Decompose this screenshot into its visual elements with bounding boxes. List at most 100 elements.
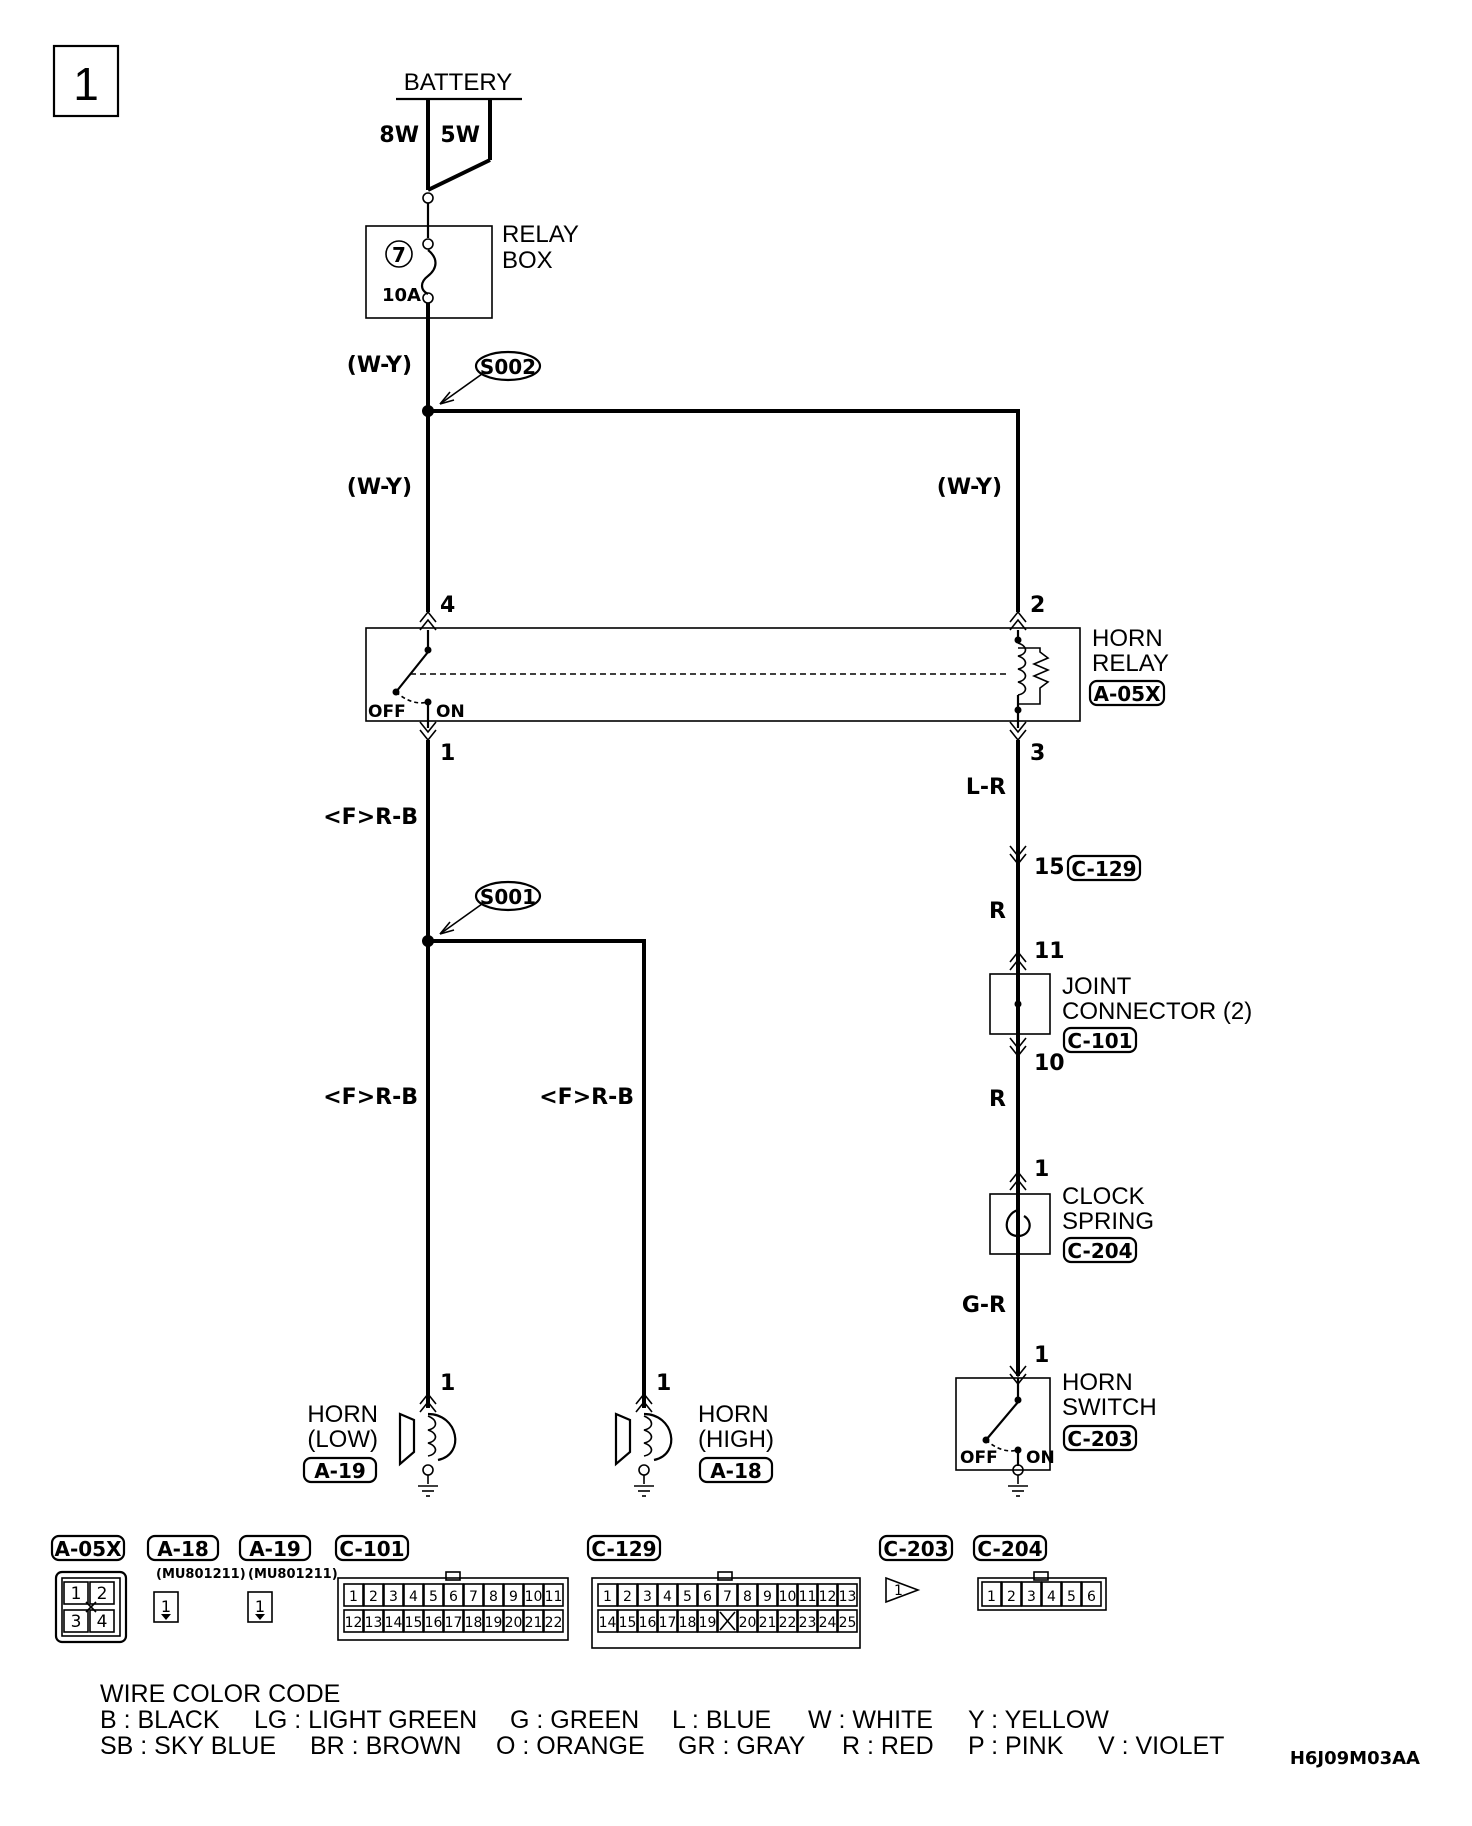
horn-switch-pin: 1 (1034, 1343, 1049, 1368)
pin-cell (343, 1583, 364, 1607)
pin-cell (677, 1583, 698, 1607)
pin-cell (657, 1609, 678, 1633)
color-code-l: L : BLUE (672, 1706, 771, 1734)
joint-connector-code: C-101 (1067, 1029, 1132, 1053)
pin-cell (737, 1583, 758, 1607)
relay-pin-2: 2 (1030, 593, 1045, 618)
view-a18-part: (MU801211) (156, 1567, 246, 1582)
connector-tag-a18 (698, 1456, 774, 1484)
pin-number: 11 (545, 1589, 563, 1605)
pin-number: 8 (743, 1589, 752, 1605)
pin-number: 19 (699, 1615, 717, 1631)
c129-pin: 15 (1034, 855, 1065, 880)
pin-number: 6 (449, 1589, 458, 1605)
pin-number: 6 (1087, 1589, 1096, 1605)
pin-cell (717, 1583, 738, 1607)
pin-cell (1021, 1581, 1042, 1607)
relay-on-label: ON (436, 702, 465, 722)
fuse-rating: 10A (382, 285, 421, 306)
pin-number: 13 (839, 1589, 857, 1605)
relay-pin-4: 4 (440, 593, 455, 618)
switch-off-label: OFF (960, 1448, 998, 1468)
pin-number: 12 (345, 1615, 363, 1631)
pin-number: 3 (643, 1589, 652, 1605)
pin-number: 18 (679, 1615, 697, 1631)
connector-views: A-05X 1 2 3 4 A-18 (MU801211) 1 A-19 (MU… (50, 1534, 1107, 1649)
pin-cell-blank (719, 1611, 736, 1631)
color-code-title: WIRE COLOR CODE (100, 1680, 340, 1708)
view-c203-pin: 1 (894, 1583, 903, 1599)
pin-number: 25 (839, 1615, 857, 1631)
wire-label-lr: L-R (966, 775, 1006, 800)
splice-dot-s001 (422, 935, 434, 947)
splice-dot-s002 (422, 405, 434, 417)
horn-switch: 1 OFF ON HORN SWITCH C-203 (955, 1343, 1157, 1497)
horn-low-label-2: (LOW) (307, 1426, 378, 1453)
color-code-p: P : PINK (968, 1732, 1064, 1760)
pin-number: 7 (469, 1589, 478, 1605)
connector-tag-a19 (302, 1456, 378, 1484)
pin-number: 1 (603, 1589, 612, 1605)
pin-number: 10 (525, 1589, 543, 1605)
pin-number: 11 (799, 1589, 817, 1605)
pin-number: 23 (799, 1615, 817, 1631)
c129-connector: C-129 (1071, 857, 1136, 881)
wire-label-r-1: R (989, 899, 1006, 924)
relay-off-label: OFF (368, 702, 406, 722)
wire-label-frb-2: <F>R-B (323, 1085, 418, 1110)
wire-label-wy-3: (W-Y) (937, 475, 1002, 500)
clock-spring: 1 CLOCK SPRING C-204 (989, 1157, 1154, 1264)
pin-number: 9 (509, 1589, 518, 1605)
view-c203-label: C-203 (883, 1537, 948, 1561)
joint-pin-11: 11 (1034, 939, 1065, 964)
joint-pin-10: 10 (1034, 1051, 1065, 1076)
pin-cell (697, 1609, 718, 1633)
pin-cell (463, 1583, 484, 1607)
pin-number: 7 (723, 1589, 732, 1605)
relay-pin-1: 1 (440, 741, 455, 766)
color-code-br: BR : BROWN (310, 1732, 461, 1760)
view-a18-label: A-18 (157, 1537, 209, 1561)
view-a18-pin: 1 (161, 1597, 171, 1616)
horn-low-pin: 1 (440, 1371, 455, 1396)
pin-cell (637, 1609, 658, 1633)
pin-cell (1001, 1581, 1022, 1607)
terminal-4-arrow (419, 610, 437, 631)
pin-number: 22 (545, 1615, 563, 1631)
pin-cell (697, 1583, 718, 1607)
color-code-sb: SB : SKY BLUE (100, 1732, 276, 1760)
pin-number: 2 (623, 1589, 632, 1605)
clock-spring-pin: 1 (1034, 1157, 1049, 1182)
pin-number: 20 (505, 1615, 523, 1631)
battery-wire-5w: 5W (440, 123, 480, 148)
pin-number: 22 (779, 1615, 797, 1631)
pin-number: 12 (819, 1589, 837, 1605)
pin-cell (383, 1583, 404, 1607)
c129-arrow (1009, 845, 1027, 866)
pin-cell (637, 1583, 658, 1607)
pin-cell (443, 1583, 464, 1607)
pin-number: 24 (819, 1615, 837, 1631)
view-c129-label: C-129 (591, 1537, 656, 1561)
pin-cell (363, 1583, 384, 1607)
pin-number: 4 (663, 1589, 672, 1605)
fuse-number-circle (385, 240, 413, 268)
relay-box: 7 10A RELAY BOX (365, 192, 579, 319)
pin-cell (617, 1583, 638, 1607)
pin-number: 19 (485, 1615, 503, 1631)
pin-cell (503, 1583, 524, 1607)
pin-cell (483, 1583, 504, 1607)
pin-number: 17 (445, 1615, 463, 1631)
wire-color-code-legend: WIRE COLOR CODE B : BLACK LG : LIGHT GRE… (100, 1680, 1224, 1760)
pin-cell (757, 1609, 778, 1633)
wire-label-wy-1: (W-Y) (347, 353, 412, 378)
splice-s002-label: S002 (480, 355, 536, 379)
pin-cell (523, 1583, 544, 1607)
battery-label: BATTERY (404, 69, 512, 96)
connector-tag-a05x (1088, 679, 1166, 707)
joint-connector-label-2: CONNECTOR (2) (1062, 998, 1252, 1025)
color-code-v: V : VIOLET (1098, 1732, 1224, 1760)
pin-number: 5 (1067, 1589, 1076, 1605)
pin-cell (543, 1609, 564, 1633)
view-a05x-pin-2: 2 (97, 1584, 108, 1604)
